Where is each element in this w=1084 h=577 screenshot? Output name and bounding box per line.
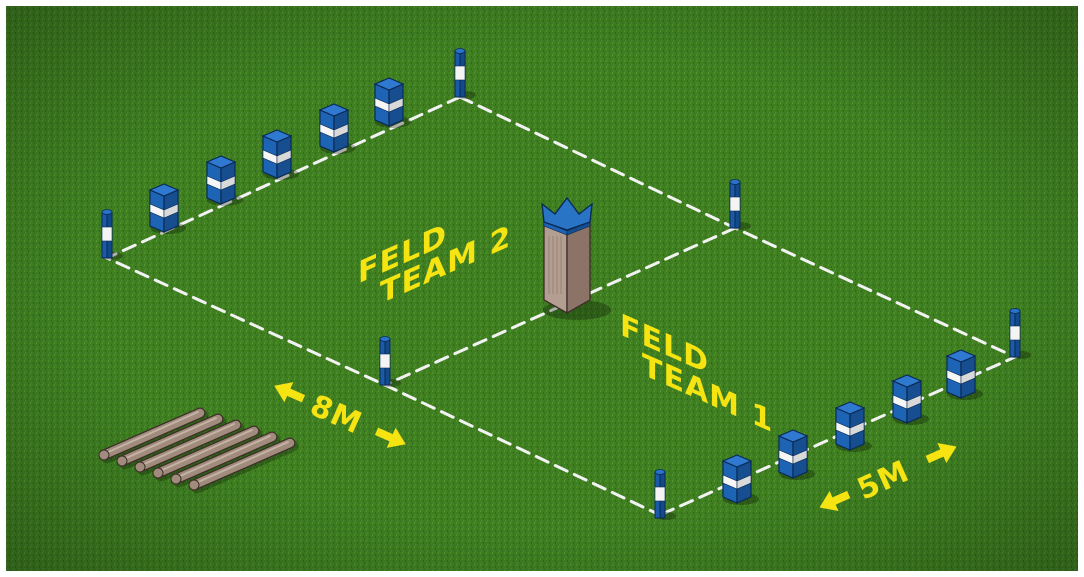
corner-stake-2: [102, 210, 112, 259]
kubb-team2-1: [150, 184, 178, 232]
corner-stake-4: [730, 180, 740, 229]
kubb-team1-2: [779, 430, 807, 478]
corner-stake-3: [380, 337, 390, 386]
corner-stake-1: [455, 49, 465, 98]
kubb-team1-5: [947, 350, 975, 398]
king-piece: [542, 198, 592, 313]
kubb-team2-4: [320, 104, 348, 152]
kubb-team2-3: [263, 130, 291, 178]
kubb-team1-3: [836, 402, 864, 450]
kubb-team2-2: [207, 156, 235, 204]
corner-stake-5: [1010, 309, 1020, 358]
kubb-team1-4: [893, 375, 921, 423]
kubb-team1-1: [723, 455, 751, 503]
kubb-team2-5: [375, 78, 403, 126]
corner-stake-6: [655, 470, 665, 519]
